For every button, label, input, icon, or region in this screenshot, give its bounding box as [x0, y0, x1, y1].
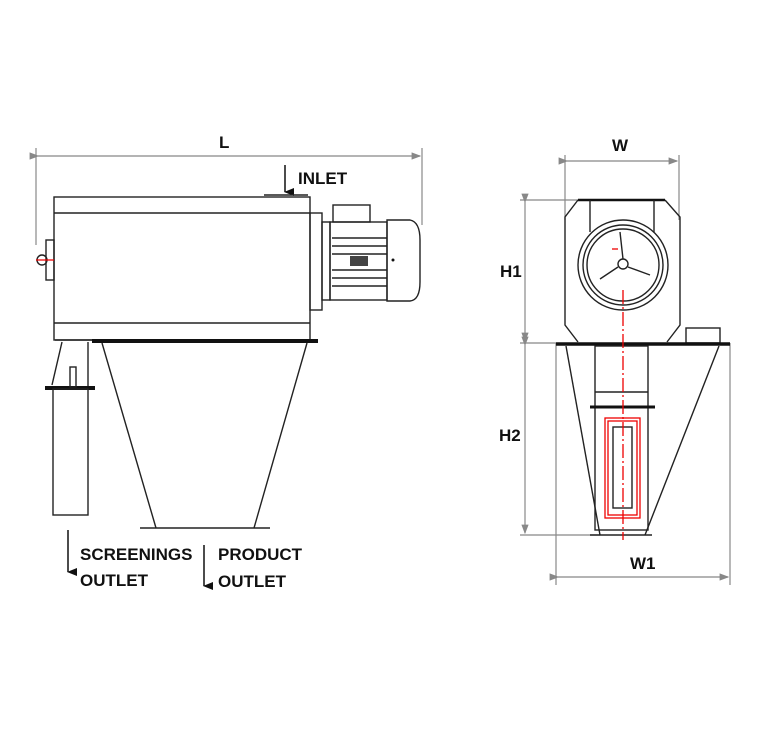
screenings-outlet-label-2: OUTLET: [80, 571, 149, 590]
width1-dimension: W1: [549, 343, 731, 585]
height2-label: H2: [499, 426, 521, 445]
height1-label: H1: [500, 262, 522, 281]
length-label: L: [219, 133, 229, 152]
width-dimension: W: [558, 136, 680, 220]
width1-label: W1: [630, 554, 656, 573]
screener-body: [36, 194, 311, 341]
screenings-outlet: SCREENINGS OUTLET: [67, 530, 192, 590]
product-outlet: PRODUCT OUTLET: [203, 545, 303, 591]
product-hopper: [92, 339, 318, 529]
length-dimension: L: [29, 133, 423, 245]
product-outlet-label-2: OUTLET: [218, 572, 287, 591]
inlet-label: INLET: [298, 169, 348, 188]
side-view: L INLET: [29, 133, 423, 591]
end-view: W H1 H2 W1: [499, 136, 731, 585]
height2-dimension: H2: [499, 336, 600, 536]
product-outlet-label-1: PRODUCT: [218, 545, 303, 564]
inlet-arrow: INLET: [284, 165, 348, 196]
width-label: W: [612, 136, 629, 155]
drum-housing: [564, 198, 721, 344]
screenings-outlet-label-1: SCREENINGS: [80, 545, 192, 564]
motor: [309, 204, 421, 311]
screenings-chute: [45, 339, 312, 516]
height1-dimension: H1: [500, 193, 580, 343]
hopper: [556, 290, 730, 540]
